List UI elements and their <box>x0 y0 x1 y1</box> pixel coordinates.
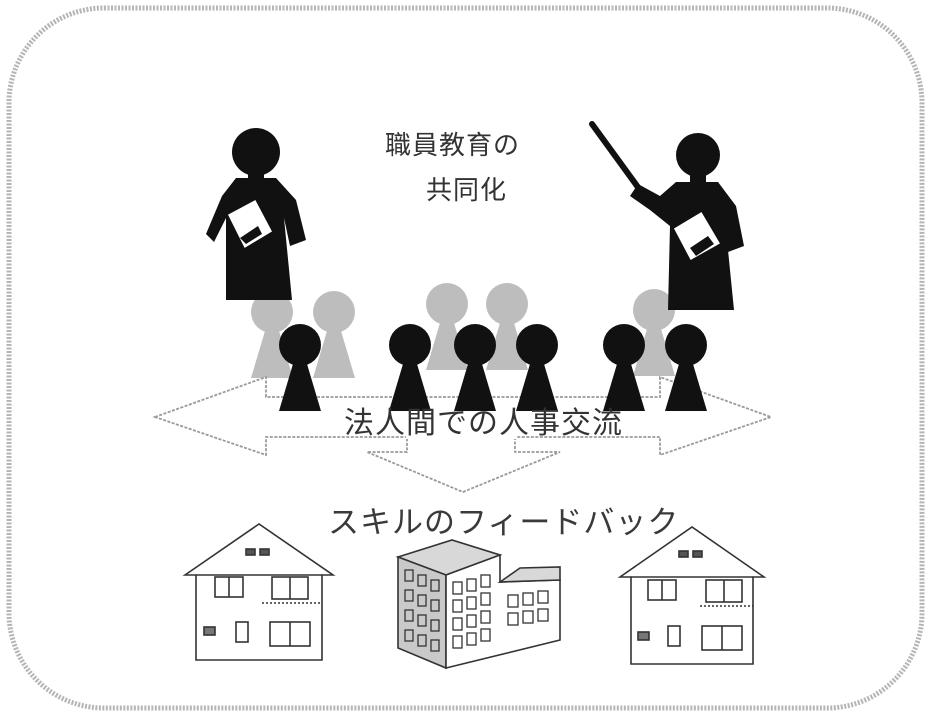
presenter-with-pointer-icon <box>589 121 744 310</box>
exchange-label: 法人間での人事交流 <box>344 406 623 441</box>
heading-line-1: 職員教育の <box>385 131 521 161</box>
house-icon <box>182 523 336 661</box>
person-with-clipboard-icon <box>206 128 306 300</box>
house-icon <box>617 526 767 665</box>
staff-member-icon <box>313 291 355 378</box>
office-building-icon <box>395 539 561 670</box>
feedback-label: スキルのフィードバック <box>328 505 680 541</box>
exchange-arrow <box>152 375 774 493</box>
heading-line-2: 共同化 <box>426 176 508 206</box>
frame-border <box>6 5 925 711</box>
